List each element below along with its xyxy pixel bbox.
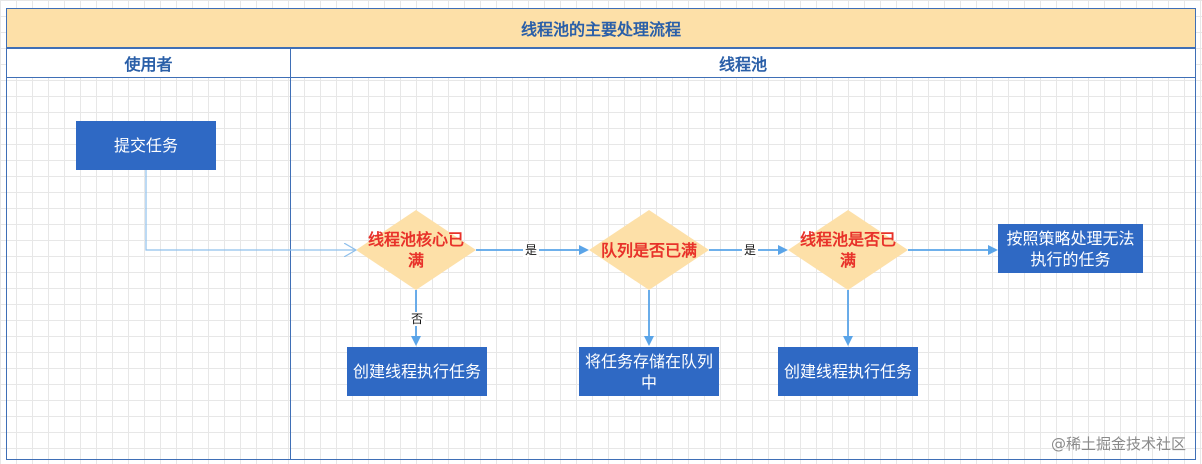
lane-header-threadpool: 线程池 [290,48,1196,78]
edge-label-yes-2: 是 [742,243,759,257]
node-policy-handle: 按照策略处理无法执行的任务 [998,224,1143,273]
node-create-thread-1: 创建线程执行任务 [347,347,487,396]
decision-core-full-shape [356,210,476,290]
node-create-thread-2: 创建线程执行任务 [778,347,918,396]
brand-watermark: @稀土掘金技术社区 [1050,435,1186,453]
node-store-in-queue: 将任务存储在队列中 [579,347,719,396]
edge-label-yes-1: 是 [523,243,540,257]
lane-divider [290,48,291,460]
edge-submit-to-core [145,170,356,250]
decision-pool-full: 线程池是否已满 [799,230,896,270]
edge-label-no: 否 [409,312,426,326]
diagram-title: 线程池的主要处理流程 [6,8,1196,48]
decision-pool-full-shape [788,210,908,290]
decision-queue-full-shape [589,210,709,290]
lane-header-user: 使用者 [6,48,291,78]
decision-core-full: 线程池核心已满 [367,230,464,270]
node-submit-task: 提交任务 [76,121,216,170]
decision-queue-full: 队列是否已满 [600,240,697,260]
